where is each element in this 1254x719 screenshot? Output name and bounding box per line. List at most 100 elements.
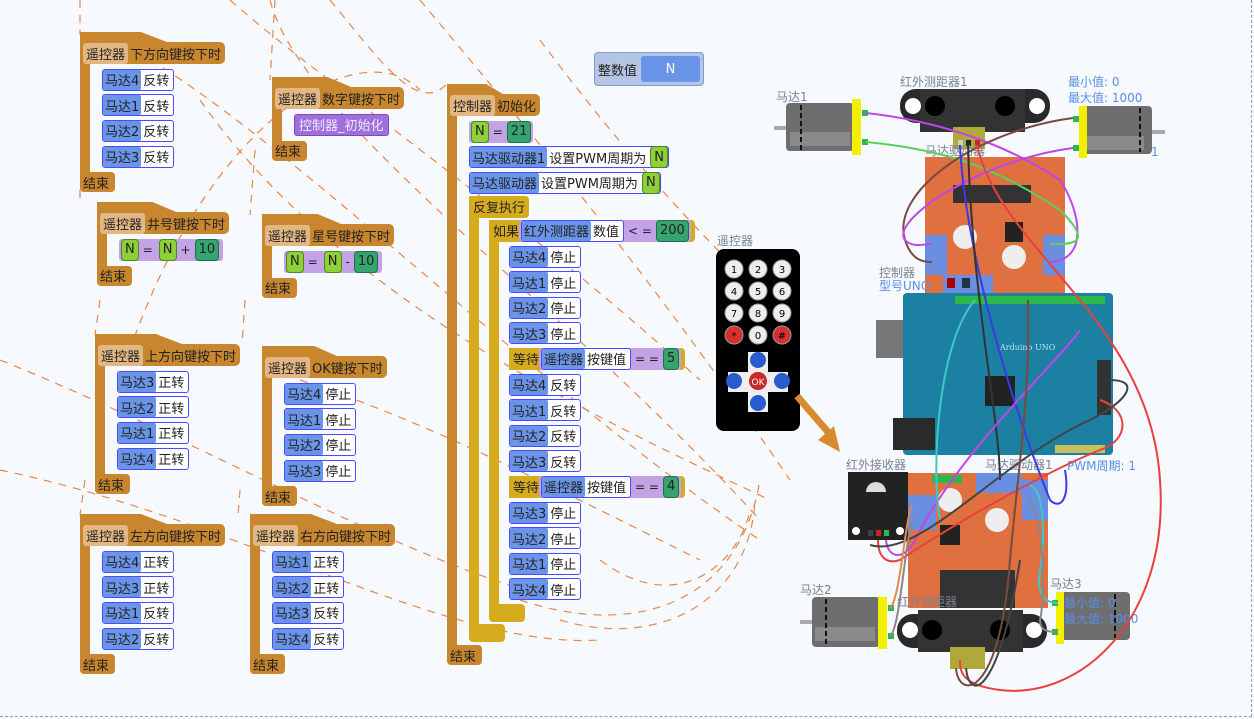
event-header[interactable]: 遥控器下方向键按下时 bbox=[80, 42, 226, 64]
device-chip[interactable]: 马达4 bbox=[510, 246, 549, 267]
ir-receiver[interactable] bbox=[848, 472, 908, 540]
sensor-reporter[interactable]: 红外测距器数值 bbox=[521, 219, 625, 242]
remote-key-button[interactable]: 4 bbox=[724, 281, 744, 301]
down-arrow-button[interactable] bbox=[750, 395, 766, 411]
right-arrow-button[interactable] bbox=[774, 373, 790, 389]
event-header[interactable]: 遥控器左方向键按下时 bbox=[80, 524, 226, 546]
assign-block[interactable]: N=N+10 bbox=[119, 238, 224, 261]
number-value[interactable]: 21 bbox=[506, 120, 532, 143]
device-chip[interactable]: 马达2 bbox=[285, 434, 324, 455]
event-header[interactable]: 遥控器井号键按下时 bbox=[97, 212, 230, 234]
left-arrow-button[interactable] bbox=[726, 373, 742, 389]
ok-button[interactable] bbox=[749, 372, 767, 390]
arduino-uno-board[interactable]: Arduino UNO bbox=[876, 293, 1113, 455]
device-chip[interactable]: 马达1 bbox=[285, 409, 324, 430]
number-value[interactable]: 4 bbox=[662, 475, 680, 498]
device-chip[interactable]: 马达3 bbox=[103, 146, 142, 167]
up-arrow-button[interactable] bbox=[750, 352, 766, 368]
motor-4[interactable] bbox=[1073, 106, 1165, 158]
variable-chip[interactable]: N bbox=[121, 238, 139, 261]
device-chip[interactable]: 马达4 bbox=[103, 69, 142, 90]
device-chip[interactable]: 马达2 bbox=[510, 425, 549, 446]
device-chip[interactable]: 马达2 bbox=[510, 297, 549, 318]
variable-name-field[interactable]: N bbox=[641, 56, 700, 82]
remote-key-button[interactable]: 0 bbox=[748, 325, 768, 345]
wait-until-block[interactable]: 等待遥控器按键值= =4 bbox=[509, 475, 686, 498]
object-chip[interactable]: 遥控器 bbox=[265, 224, 311, 246]
device-chip[interactable]: 马达4 bbox=[510, 579, 549, 600]
assign-block[interactable]: N=N-10 bbox=[284, 250, 383, 273]
remote-key-button[interactable]: 9 bbox=[772, 303, 792, 323]
device-chip[interactable]: 马达1 bbox=[510, 400, 549, 421]
device-chip[interactable]: 马达2 bbox=[103, 628, 142, 649]
variable-chip[interactable]: N bbox=[158, 238, 177, 261]
remote-key-button[interactable]: 6 bbox=[772, 281, 792, 301]
number-value[interactable]: 10 bbox=[353, 250, 379, 273]
remote-key-button[interactable]: # bbox=[772, 325, 792, 345]
device-chip[interactable]: 马达1 bbox=[103, 602, 142, 623]
integer-variable-widget[interactable]: 整数值 N bbox=[594, 52, 704, 86]
device-chip[interactable]: 马达1 bbox=[510, 272, 549, 293]
device-chip[interactable]: 马达2 bbox=[118, 397, 157, 418]
object-chip[interactable]: 遥控器 bbox=[542, 348, 586, 369]
device-chip[interactable]: 马达1 bbox=[103, 95, 142, 116]
device-chip[interactable]: 马达3 bbox=[510, 502, 549, 523]
motor-2[interactable] bbox=[800, 597, 894, 649]
event-header[interactable]: 遥控器数字键按下时 bbox=[272, 87, 405, 109]
remote-key-button[interactable]: 8 bbox=[748, 303, 768, 323]
variable-chip[interactable]: N bbox=[641, 171, 660, 194]
assign-block[interactable]: N=21 bbox=[469, 120, 534, 143]
object-chip[interactable]: 遥控器 bbox=[542, 476, 586, 497]
device-chip[interactable]: 马达4 bbox=[103, 551, 142, 572]
device-chip[interactable]: 马达4 bbox=[510, 374, 549, 395]
device-chip[interactable]: 马达1 bbox=[510, 553, 549, 574]
device-chip[interactable]: 马达1 bbox=[118, 422, 157, 443]
remote-key-button[interactable]: 2 bbox=[748, 259, 768, 279]
device-chip[interactable]: 马达4 bbox=[273, 628, 312, 649]
device-chip[interactable]: 马达3 bbox=[273, 602, 312, 623]
remote-key-button[interactable]: 5 bbox=[748, 281, 768, 301]
ir-distance-sensor-2[interactable] bbox=[897, 610, 1047, 669]
motor-1[interactable] bbox=[774, 99, 868, 155]
wait-until-block[interactable]: 等待遥控器按键值= =5 bbox=[509, 347, 686, 370]
event-header[interactable]: 控制器初始化 bbox=[447, 94, 541, 116]
condition-expression[interactable]: 遥控器按键值= =5 bbox=[539, 347, 682, 370]
number-value[interactable]: 10 bbox=[194, 238, 220, 261]
device-chip[interactable]: 马达3 bbox=[510, 323, 549, 344]
object-chip[interactable]: 遥控器 bbox=[100, 212, 146, 234]
arithmetic-expression[interactable]: N+10 bbox=[156, 238, 222, 261]
object-chip[interactable]: 遥控器 bbox=[253, 524, 299, 546]
variable-chip[interactable]: N bbox=[323, 250, 342, 273]
object-chip[interactable]: 控制器 bbox=[450, 94, 496, 116]
